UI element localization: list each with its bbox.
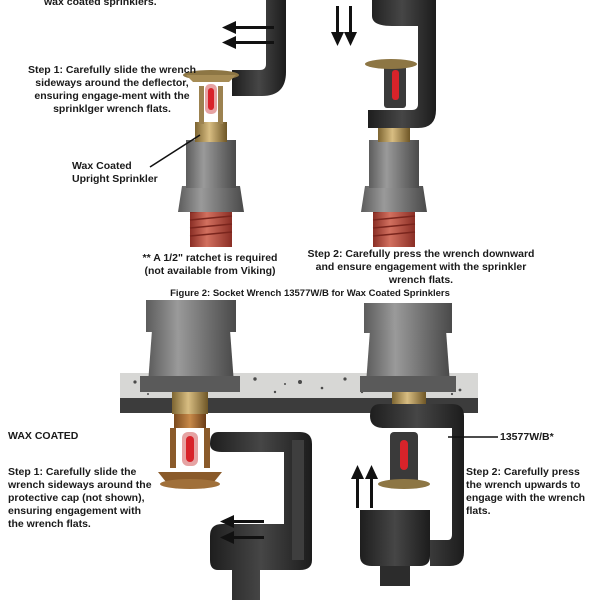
sprinkler-label-line-2: Upright Sprinkler — [72, 173, 158, 185]
top-step-2-text: Step 2: Carefully press the wrench downw… — [307, 248, 535, 286]
part-number-label: 13577W/B* — [500, 431, 554, 443]
top-right-arrows — [331, 6, 357, 46]
leader-line-sprinkler — [149, 134, 201, 168]
top-left-arrows — [222, 21, 274, 49]
bottom-left-wrench — [210, 432, 312, 600]
top-step-1-text: Step 1: Carefully slide the wrench sidew… — [27, 64, 197, 115]
bottom-left-socket — [140, 300, 240, 392]
sprinkler-label: Wax Coated Upright Sprinkler — [72, 160, 162, 186]
bottom-left-arrows — [220, 515, 264, 544]
top-right-wrench — [365, 0, 436, 128]
cut-off-caption: wax coated sprinklers. — [44, 0, 157, 8]
top-left-sprinkler-assembly — [178, 70, 244, 247]
ratchet-note-line-2: (not available from Viking) — [144, 265, 276, 277]
sprinkler-label-line-1: Wax Coated — [72, 160, 132, 172]
ratchet-note: ** A 1/2" ratchet is required (not avail… — [130, 252, 290, 278]
bottom-right-socket — [360, 303, 456, 406]
bottom-right-arrows — [351, 465, 378, 508]
bottom-left-sprinkler — [158, 392, 222, 489]
ratchet-note-line-1: ** A 1/2" ratchet is required — [142, 252, 278, 264]
bottom-step-1-text: Step 1: Carefully slide the wrench sidew… — [8, 466, 152, 530]
top-right-sprinkler-assembly — [361, 118, 427, 247]
bottom-step-2-text: Step 2: Carefully press the wrench upwar… — [466, 466, 586, 517]
bottom-right-wrench — [360, 404, 464, 586]
figure-caption: Figure 2: Socket Wrench 13577W/B for Wax… — [170, 288, 450, 299]
top-left-wrench — [232, 0, 286, 96]
bottom-heading: WAX COATED — [8, 430, 79, 442]
